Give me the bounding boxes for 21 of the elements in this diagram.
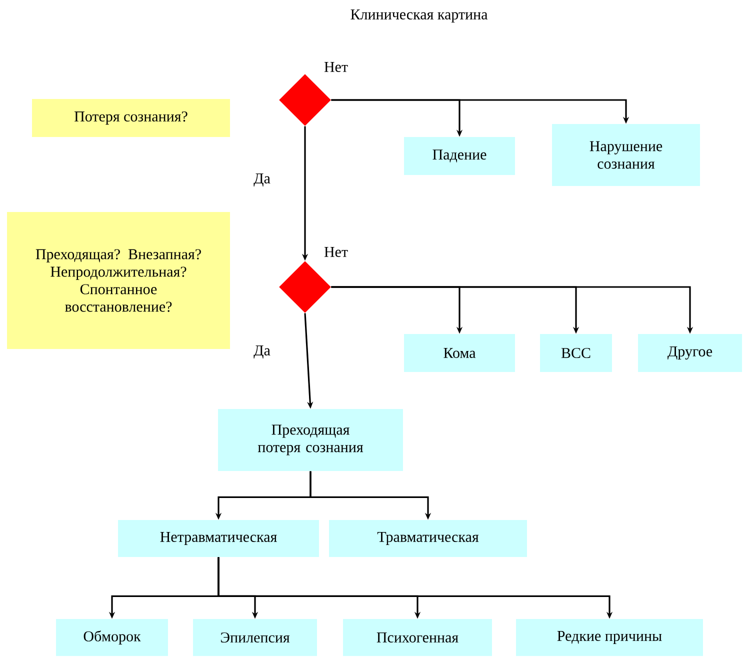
process-box: Нарушение сознания <box>552 124 700 186</box>
edge-label: Нет <box>322 246 350 258</box>
decision-diamond <box>279 261 331 313</box>
process-box: Другое <box>638 334 742 372</box>
process-box: Психогенная <box>343 619 492 656</box>
process-box: Обморок <box>56 619 168 656</box>
process-box: Травматическая <box>329 520 527 557</box>
edge-label: Да <box>252 172 272 188</box>
process-box: Редкие причины <box>516 619 703 656</box>
process-box: Нетравматическая <box>118 520 319 557</box>
process-box: ВСС <box>540 334 612 372</box>
process-box: Кома <box>404 334 515 372</box>
process-box: Преходящая потеря сознания <box>218 409 403 471</box>
title: Клиническая картина <box>350 10 488 23</box>
decision-diamond <box>279 74 331 126</box>
question-box: Преходящая? Внезапная? Непродолжительная? Спонтанное восстановление? <box>7 212 230 349</box>
edge-label: Нет <box>322 61 350 73</box>
question-box: Потеря сознания? <box>32 99 230 137</box>
process-box: Эпилепсия <box>193 619 317 656</box>
process-box: Падение <box>404 137 515 175</box>
edge-label: Да <box>252 344 272 360</box>
